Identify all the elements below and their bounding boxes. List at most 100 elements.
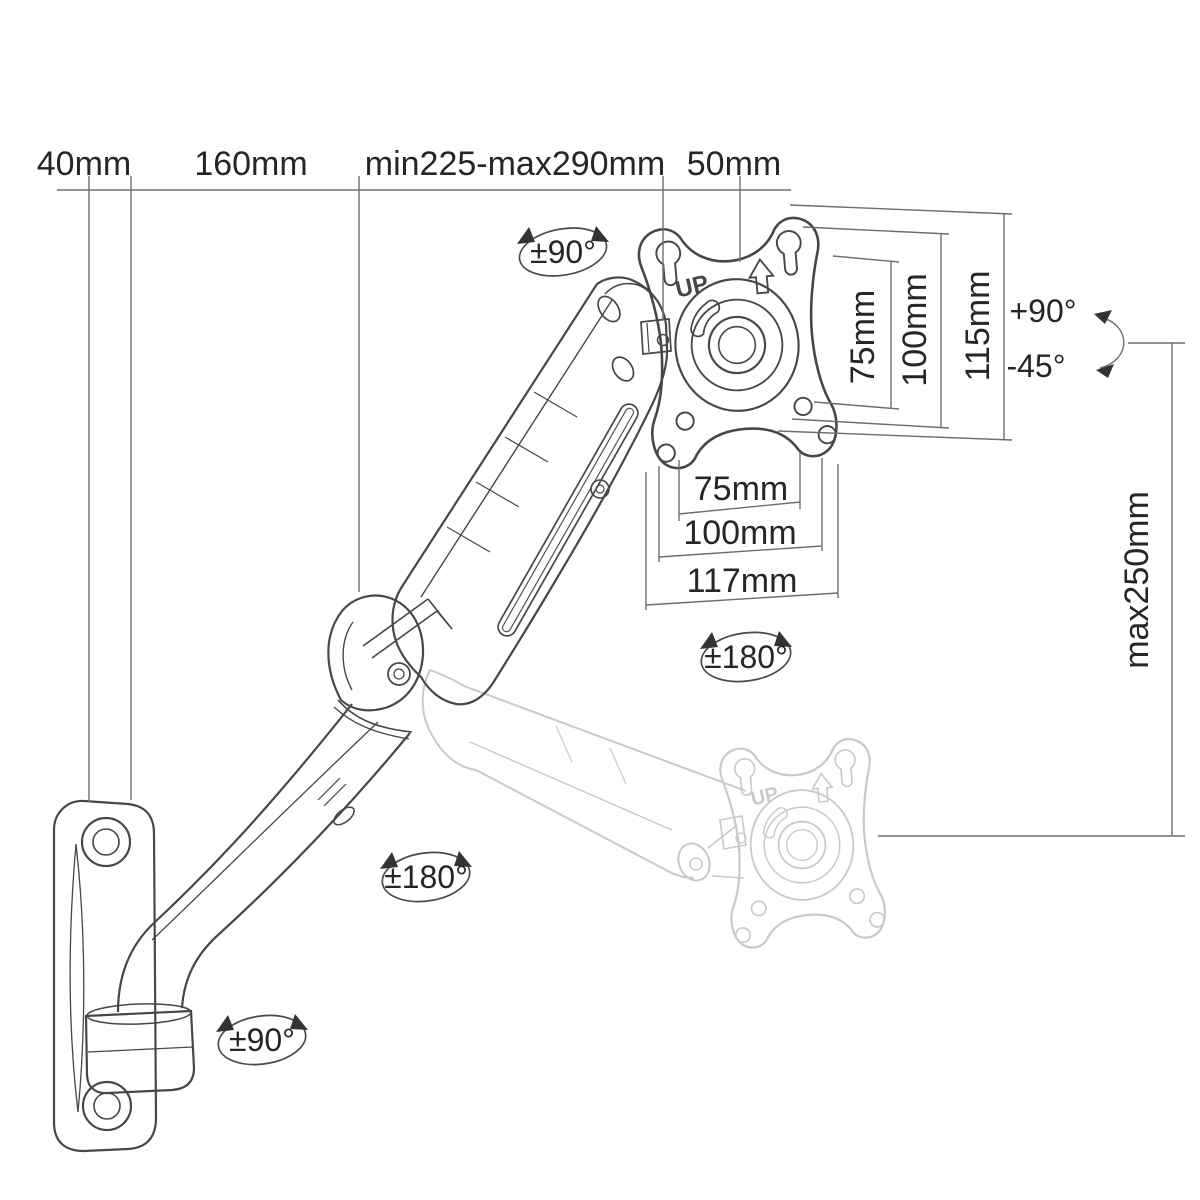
upper-arm-outline [391,276,669,706]
rotation-vesa-rotate-ellipse [700,631,792,683]
upper-arm-panel-seam-3 [475,481,520,508]
ghost-arm-bottom-edge [475,769,695,879]
dim-label-reach: min225-max290mm [365,145,665,183]
lower-arm [116,699,413,1013]
v75-tick-top [832,255,900,263]
v75-tick-bottom [813,401,900,410]
rotation-head-swivel-ellipse [518,227,608,277]
tilt-down-label: -45° [1006,348,1065,384]
rotation-vesa-rotate-label: ±180° [704,639,788,675]
elbow-bolt-outer [387,662,411,686]
elbow-link-plate-2 [371,610,438,659]
tilt-annotation: +90° -45° [1006,293,1125,384]
tilt-arrow-up [1094,310,1112,324]
ghost-arm-face-seam [469,741,673,831]
swivel-collar-top-seam [86,1003,192,1025]
rotation-annotations: ±90° ±180° ±180° ±90° [216,226,792,1066]
upper-arm [391,276,672,706]
rotation-vesa-rotate: ±180° [700,631,792,683]
rotation-arm-swivel: ±180° [380,851,472,903]
top-dimensions: 40mm 160mm min225-max290mm 50mm [37,145,791,802]
rotation-head-swivel-arrow-left [517,227,535,244]
dim-label-h117: 117mm [687,562,798,600]
v100-tick-top [802,226,950,235]
lower-arm-collar-band-1 [337,699,413,733]
rotation-vesa-rotate-arrow-right [774,631,792,647]
wall-screw-hole-top-inner [92,828,120,856]
elbow-cap-outline [327,594,425,712]
head-roller-bottom [611,356,635,382]
rotation-vesa-rotate-arrow-left [700,632,718,649]
vesa-horizontal-dimensions: 75mm 100mm 117mm [645,452,839,610]
vesa-vertical-dimensions: 75mm 100mm 115mm [777,204,1013,441]
dim-label-50mm: 50mm [687,145,781,183]
head-cap-arc [604,282,650,295]
h75-line [678,501,801,515]
ghost-arm-end-bolt [689,857,703,871]
v115-tick-top [789,204,1013,215]
upper-arm-screw [590,479,610,499]
dim-label-160mm: 160mm [194,145,307,183]
rotation-head-swivel-arrow-right [591,226,609,242]
wall-screw-hole-top-outer [80,816,132,868]
wall-screw-hole-bottom-inner [93,1092,121,1120]
dim-label-h100: 100mm [683,514,796,552]
rotation-wall-swivel-arrow-left [216,1015,234,1032]
swivel-collar [84,1009,196,1095]
wall-plate-outline [52,799,158,1153]
h117-line [645,592,839,606]
head-latch-block [640,318,672,355]
ghost-arm-left-cap [421,669,477,771]
lower-arm-right-edge [180,732,411,1009]
ghost-arm-panel-seam-1 [555,725,573,763]
rotation-arm-swivel-ellipse [381,851,471,903]
dim-label-v100: 100mm [896,273,934,386]
head-latch-screw [656,333,670,347]
rotation-wall-swivel: ±90° [216,1014,308,1066]
elbow-joint [327,594,453,712]
head-roller-top [597,295,621,323]
upper-arm-spring-slot-inner [502,407,634,633]
upper-arm-screw-center [595,484,605,494]
lower-arm-slot-mark-2 [323,783,347,807]
ghost-arm-end-cylinder [677,842,711,882]
elbow-cap-inner-arc [342,621,354,691]
rotation-arm-swivel-arrow-right [454,851,472,867]
rotation-wall-swivel-label: ±90° [229,1022,295,1058]
h100-line [658,545,823,558]
rotation-head-swivel: ±90° [517,226,609,277]
upper-arm-panel-seam-2 [504,436,549,463]
ghost-arm-panel-seam-2 [609,747,627,785]
dim-label-h75: 75mm [694,470,788,508]
dim-label-v115: 115mm [959,271,997,382]
rotation-arm-swivel-arrow-left [380,852,398,869]
rotation-wall-swivel-arrow-right [290,1014,308,1030]
tilt-arrow-down [1096,364,1114,378]
v100-tick-bottom [791,418,950,429]
swivel-collar-mid-seam [87,1046,194,1053]
elbow-link-end [427,598,453,630]
elbow-bolt-inner [393,668,405,680]
elbow-link-plate-1 [362,598,429,647]
v115-tick-bottom [777,430,1013,441]
lower-arm-collar-band-2 [333,706,410,740]
wall-plate-side-profile [69,843,85,1113]
rotation-arm-swivel-label: ±180° [384,859,468,895]
dim-label-max250: max250mm [1118,491,1156,669]
upper-arm-panel-seam-4 [446,526,491,553]
tilt-arc [1097,316,1125,369]
wall-bracket [52,799,196,1153]
ghost-arm-top-edge [429,669,747,792]
head-latch-seam [646,322,650,353]
lower-arm-inner-seam [151,721,379,941]
height-range-dimension: max250mm [878,342,1185,837]
ghost-arm-lowered-position [421,669,747,882]
lower-arm-left-edge [116,703,353,1013]
dim-label-40mm: 40mm [37,145,131,183]
upper-arm-panel-seam-1 [533,391,578,418]
dim-label-v75: 75mm [844,290,882,384]
lower-arm-slot-mark-1 [317,777,341,801]
lower-arm-oval-cutout [333,806,355,826]
upper-arm-inner-edge [420,299,613,598]
